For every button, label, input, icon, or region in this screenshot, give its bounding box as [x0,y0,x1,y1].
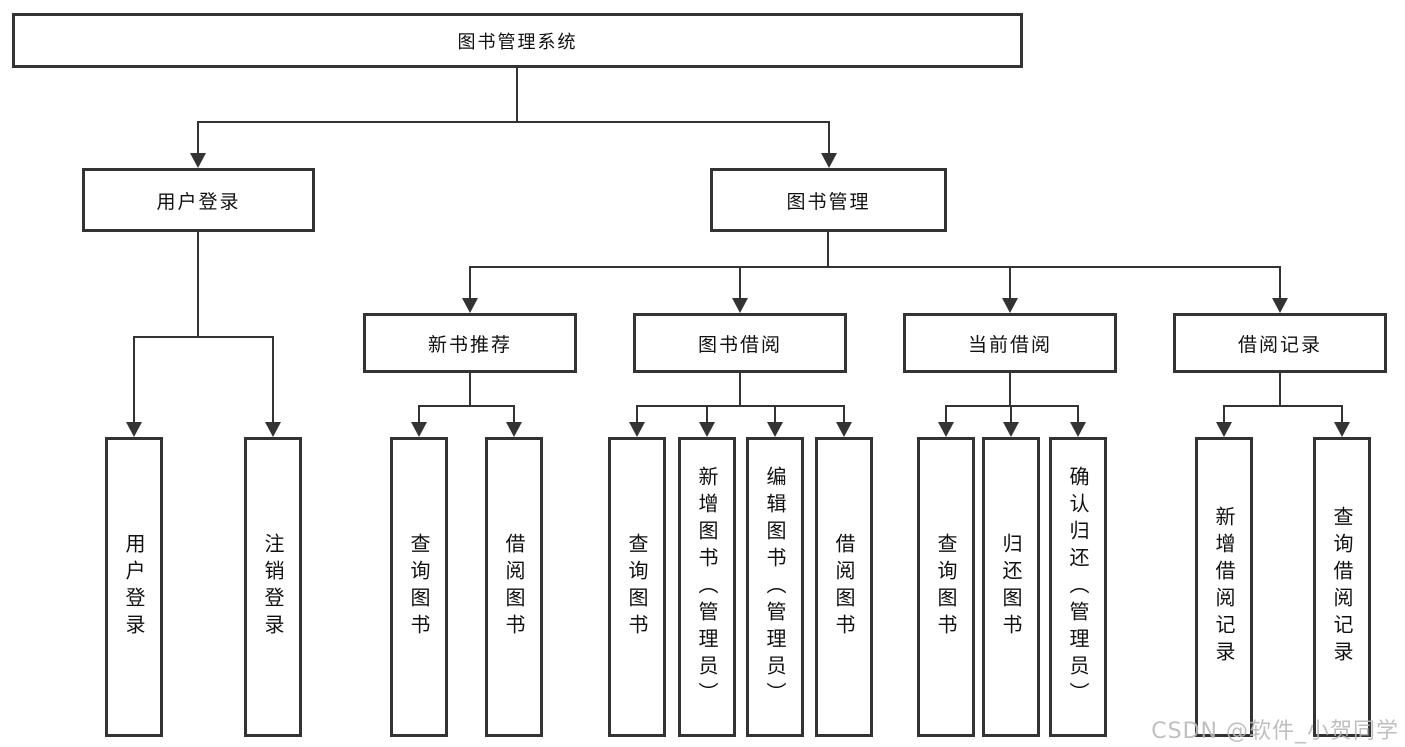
connector-bb-add-drop [706,405,708,422]
connector-record-rail [1223,405,1343,407]
leaf-logout: 注销登录 [244,437,302,737]
arrowhead-cb-confirm [1070,422,1086,437]
leaf-add-books-admin: 新增图书（管理员） [678,437,736,737]
connector-nb-query-drop [418,405,420,422]
arrowhead-bb-borrow [836,422,852,437]
leaf-borrow-books-borrowing: 借阅图书 [815,437,873,737]
node-user-login: 用户登录 [82,168,315,232]
connector-cb-query-drop [945,405,947,422]
csdn-watermark: CSDN @软件_小贺同学 [1151,719,1399,744]
leaf-query-books-current: 查询图书 [917,437,975,737]
node-new-book-recommend: 新书推荐 [363,313,577,373]
arrowhead-user-login [190,153,206,168]
arrowhead-rc-query [1334,422,1350,437]
connector-leaf-logout-drop [272,336,274,422]
arrowhead-leaf-logout [265,422,281,437]
connector-current-rail [945,405,1079,407]
connector-current-drop [1009,266,1011,298]
arrowhead-book-mgmt [821,153,837,168]
leaf-borrow-books-recommend: 借阅图书 [485,437,543,737]
node-library-system: 图书管理系统 [12,13,1023,68]
node-book-borrowing: 图书借阅 [633,313,847,373]
leaf-user-login: 用户登录 [105,437,163,737]
connector-newbook-rail [418,405,515,407]
connector-bb-borrow-drop [843,405,845,422]
connector-user-stem [197,232,199,336]
node-current-borrowing: 当前借阅 [903,313,1117,373]
connector-borrow-drop [739,266,741,298]
leaf-query-borrow-record: 查询借阅记录 [1313,437,1371,737]
connector-bb-edit-drop [774,405,776,422]
connector-record-stem [1279,373,1281,405]
connector-bb-query-drop [636,405,638,422]
connector-mgmt-stem [827,232,829,266]
arrowhead-nb-query [411,422,427,437]
arrowhead-bb-add [699,422,715,437]
leaf-add-borrow-record: 新增借阅记录 [1195,437,1253,737]
connector-level3-rail [469,266,1281,268]
leaf-confirm-return-admin: 确认归还（管理员） [1049,437,1107,737]
connector-book-mgmt-drop [828,121,830,153]
node-borrowing-records: 借阅记录 [1173,313,1387,373]
arrowhead-leaf-login [126,422,142,437]
connector-record-drop [1279,266,1281,298]
arrowhead-cb-return [1003,422,1019,437]
connector-rc-query-drop [1341,405,1343,422]
arrowhead-bb-query [629,422,645,437]
connector-leaf-login-drop [133,336,135,422]
connector-user-rail [133,336,274,338]
connector-newbook-stem [469,373,471,405]
connector-borrow-stem [739,373,741,405]
connector-user-login-drop [197,121,199,153]
arrowhead-bb-edit [767,422,783,437]
connector-root-stem [516,68,518,121]
node-book-management: 图书管理 [710,168,947,232]
leaf-return-books: 归还图书 [982,437,1040,737]
arrowhead-borrow [732,298,748,313]
arrowhead-newbook [462,298,478,313]
connector-newbook-drop [469,266,471,298]
leaf-query-books-borrowing: 查询图书 [608,437,666,737]
connector-rc-add-drop [1223,405,1225,422]
arrowhead-cb-query [938,422,954,437]
connector-cb-confirm-drop [1077,405,1079,422]
connector-borrow-rail [636,405,845,407]
connector-level2-rail [197,121,829,123]
arrowhead-current [1002,298,1018,313]
arrowhead-rc-add [1216,422,1232,437]
connector-current-stem [1009,373,1011,405]
arrowhead-nb-borrow [506,422,522,437]
leaf-edit-books-admin: 编辑图书（管理员） [746,437,804,737]
connector-nb-borrow-drop [513,405,515,422]
connector-cb-return-drop [1010,405,1012,422]
leaf-query-books-recommend: 查询图书 [390,437,448,737]
arrowhead-record [1272,298,1288,313]
